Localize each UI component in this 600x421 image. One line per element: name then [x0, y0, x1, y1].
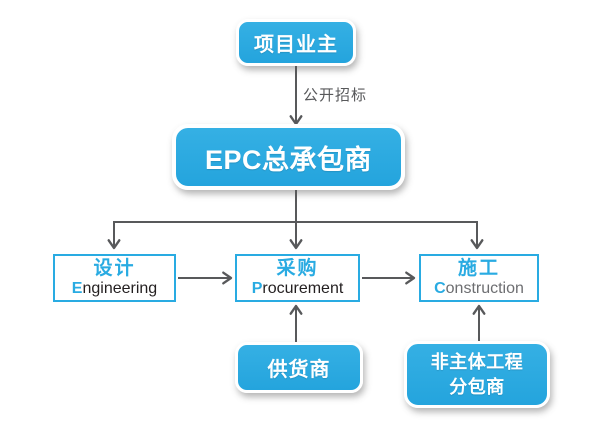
node-subcontractor-line1: 非主体工程 [430, 352, 524, 373]
node-epc-contractor-label: EPC总承包商 [204, 144, 373, 175]
node-construction: 施工 Construction [419, 254, 539, 302]
node-construction-zh-label: 施工 [457, 258, 500, 279]
public-bidding-label: 公开招标 [303, 87, 368, 104]
node-construction-en-rest: onstruction [445, 280, 524, 297]
node-subcontractor-line2: 分包商 [449, 376, 505, 397]
node-construction-en-initial: C [434, 280, 446, 297]
node-procurement-en-initial: P [251, 280, 263, 297]
node-design: 设计 Engineering [53, 254, 176, 302]
node-project-owner: 项目业主 [236, 19, 356, 66]
node-subcontractor: 非主体工程 分包商 [404, 341, 550, 408]
node-construction-en-label: Construction [434, 279, 524, 298]
node-design-en-rest: ngineering [82, 280, 158, 297]
node-supplier: 供货商 [235, 342, 363, 393]
node-design-en-initial: E [71, 280, 83, 297]
node-procurement-en-rest: rocurement [262, 280, 344, 297]
node-procurement-en-label: Procurement [252, 279, 344, 298]
node-supplier-label: 供货商 [267, 359, 331, 381]
node-design-en-label: Engineering [72, 279, 157, 298]
node-procurement: 采购 Procurement [235, 254, 360, 302]
node-procurement-zh-label: 采购 [276, 258, 319, 279]
node-project-owner-label: 项目业主 [254, 34, 338, 56]
node-epc-contractor: EPC总承包商 [172, 124, 405, 190]
node-design-zh-label: 设计 [93, 258, 136, 279]
